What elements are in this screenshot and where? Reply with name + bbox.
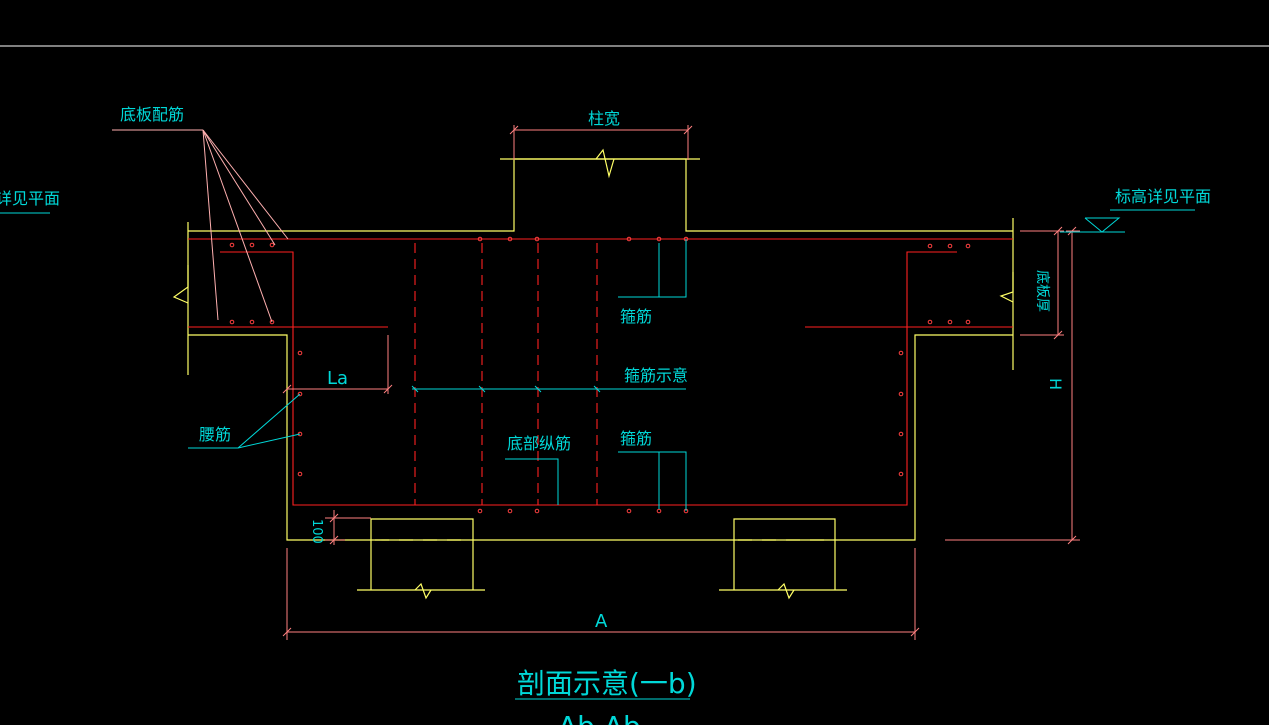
drawing-title: 剖面示意(一b) (517, 667, 697, 700)
leader-lines (112, 129, 289, 323)
label-anchor-length: La (327, 368, 348, 389)
drawing-subtitle: Ab Ab (558, 710, 641, 725)
label-slab-thickness: 底板厚 (1034, 270, 1050, 312)
label-cover: 100 (309, 519, 324, 544)
rebar-lines (188, 238, 1013, 506)
label-stirrup-top: 箍筋 (620, 307, 652, 326)
leader-lines-cyan (0, 209, 1195, 700)
label-waist-rebar: 腰筋 (199, 425, 231, 444)
label-stirrup-bottom: 箍筋 (620, 429, 652, 448)
dimension-lines (282, 125, 1080, 640)
label-column-width: 柱宽 (588, 109, 620, 128)
label-width: A (595, 611, 608, 632)
label-elevation-right: 标高详见平面 (1115, 187, 1211, 206)
label-bottom-long-rebar: 底部纵筋 (507, 434, 571, 453)
label-elevation-left: 详见平面 (0, 189, 60, 208)
label-floor-rebar: 底板配筋 (120, 105, 184, 124)
concrete-outline (172, 148, 1014, 600)
label-stirrup-diagram: 箍筋示意 (624, 366, 688, 385)
label-height: H (1046, 378, 1065, 390)
